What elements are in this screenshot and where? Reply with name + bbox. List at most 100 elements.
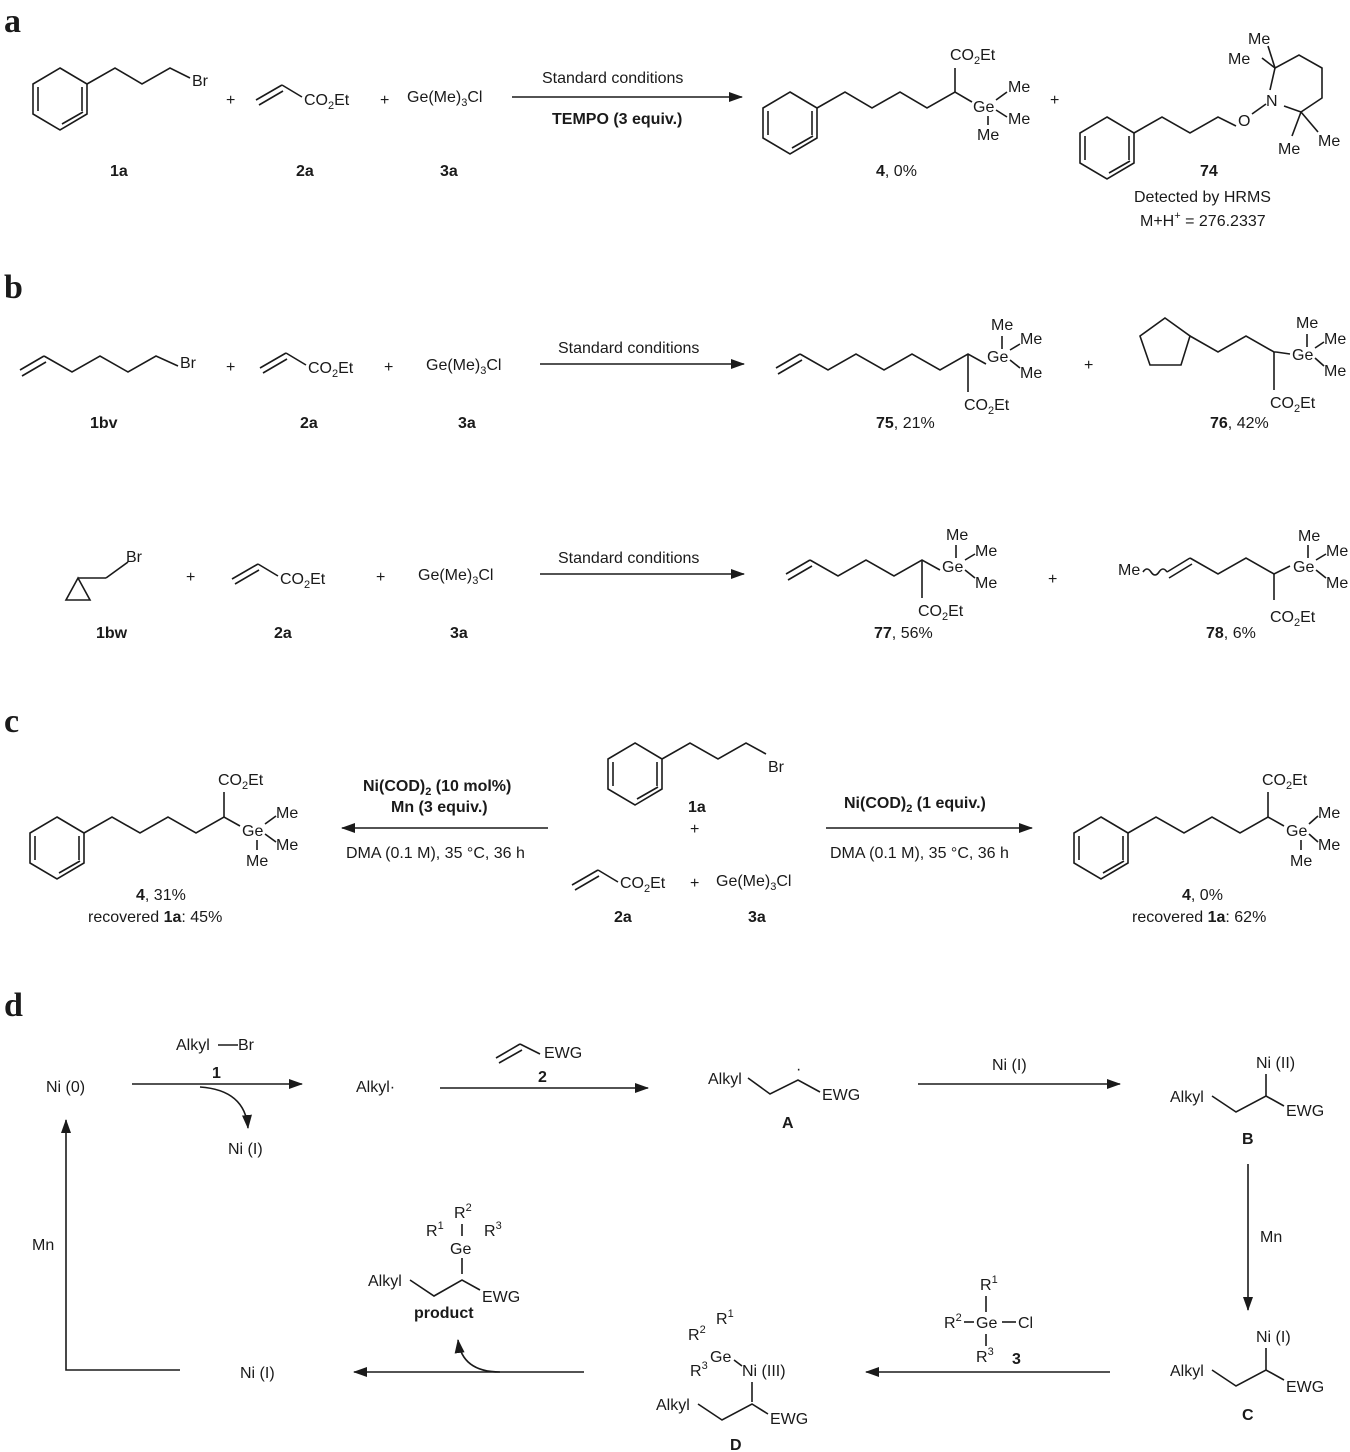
- svg-text:+: +: [380, 92, 389, 109]
- molecule-4-right: CO2Et Ge Me Me Me: [1073, 772, 1340, 880]
- svg-text:Ge(Me)3Cl: Ge(Me)3Cl: [426, 357, 501, 377]
- intermediate-D: R1 R2 Ge R3 Ni (III) Alkyl EWG: [656, 1308, 808, 1428]
- svg-text:+: +: [226, 92, 235, 109]
- condition-standard-a: Standard conditions: [542, 70, 683, 87]
- svg-text:Br: Br: [180, 355, 197, 372]
- molecule-2a-b1: CO2Et: [259, 352, 354, 380]
- label-3a: 3a: [440, 163, 458, 180]
- molecule-2a-c: CO2Et: [571, 869, 666, 895]
- molecule-4-left: CO2Et Ge Me Me Me: [29, 772, 298, 880]
- svg-text:R1: R1: [980, 1274, 998, 1294]
- arrow-d6-curve: [454, 1339, 501, 1373]
- label-74: 74: [1200, 163, 1218, 180]
- svg-text:CO2Et: CO2Et: [218, 772, 264, 792]
- svg-text:Me: Me: [1008, 79, 1030, 96]
- label-75: 75, 21%: [876, 415, 935, 432]
- svg-text:CO2Et: CO2Et: [308, 360, 354, 380]
- label-B: B: [1242, 1131, 1254, 1148]
- svg-text:Ge: Ge: [710, 1349, 731, 1366]
- molecule-1a: Br: [32, 67, 209, 131]
- arrow-d1-curve: [199, 1086, 252, 1129]
- svg-text:+: +: [376, 569, 385, 586]
- svg-text:Cl: Cl: [1018, 1315, 1033, 1332]
- svg-text:3a: 3a: [748, 909, 766, 926]
- svg-text:Me: Me: [1248, 31, 1270, 48]
- svg-text:Me: Me: [1318, 837, 1340, 854]
- svg-text:Me: Me: [1020, 331, 1042, 348]
- svg-text:Me: Me: [946, 527, 968, 544]
- svg-text:+: +: [1050, 92, 1059, 109]
- hrms-value: M+H+ = 276.2337: [1140, 210, 1266, 230]
- svg-text:+: +: [226, 359, 235, 376]
- svg-text:Alkyl: Alkyl: [1170, 1363, 1204, 1380]
- svg-text:Ge: Ge: [1292, 347, 1313, 364]
- svg-text:CO2Et: CO2Et: [280, 571, 326, 591]
- svg-text:+: +: [1048, 571, 1057, 588]
- solvent-c-left: DMA (0.1 M), 35 °C, 36 h: [346, 845, 525, 862]
- svg-text:Standard conditions: Standard conditions: [558, 550, 699, 567]
- svg-text:CO2Et: CO2Et: [304, 92, 350, 112]
- panel-label-c: c: [4, 703, 19, 740]
- recovered-right: recovered 1a: 62%: [1132, 909, 1266, 926]
- svg-text:1: 1: [212, 1065, 221, 1082]
- svg-text:Ge: Ge: [1293, 559, 1314, 576]
- svg-text:3: 3: [1012, 1351, 1021, 1368]
- svg-text:Me: Me: [1008, 111, 1030, 128]
- svg-text:Me: Me: [1324, 363, 1346, 380]
- arrow-d7: [61, 1119, 180, 1371]
- svg-text:Ge: Ge: [450, 1241, 471, 1258]
- svg-text:Me: Me: [1290, 853, 1312, 870]
- molecule-2a-b2: CO2Et: [231, 563, 326, 591]
- svg-text:CO2Et: CO2Et: [1270, 609, 1316, 629]
- panel-label-a: a: [4, 3, 21, 40]
- svg-text:Me: Me: [1228, 51, 1250, 68]
- molecule-76: CO2Et Ge Me Me Me: [1139, 315, 1346, 415]
- svg-text:Ge: Ge: [942, 559, 963, 576]
- svg-text:R3: R3: [976, 1346, 994, 1366]
- label-4-right: 4, 0%: [1182, 887, 1223, 904]
- label-78: 78, 6%: [1206, 625, 1256, 642]
- hrms-note: Detected by HRMS: [1134, 189, 1271, 206]
- svg-text:Ge: Ge: [973, 99, 994, 116]
- svg-text:Me: Me: [1326, 575, 1348, 592]
- panel-label-d: d: [4, 987, 23, 1024]
- svg-text:Me: Me: [1298, 528, 1320, 545]
- svg-text:R2: R2: [454, 1202, 472, 1222]
- svg-text:N: N: [1266, 93, 1278, 110]
- svg-text:R1: R1: [426, 1220, 444, 1240]
- svg-text:Me: Me: [1318, 805, 1340, 822]
- svg-text:+: +: [690, 821, 699, 838]
- svg-text:Br: Br: [238, 1037, 255, 1054]
- svg-text:CO2Et: CO2Et: [1262, 772, 1308, 792]
- intermediate-B: Ni (II) Alkyl EWG: [1170, 1055, 1324, 1120]
- svg-text:CO2Et: CO2Et: [950, 47, 996, 67]
- svg-text:Me: Me: [1278, 141, 1300, 158]
- condition-c-right: Ni(COD)2 (1 equiv.): [844, 795, 986, 815]
- reagent-2: EWG: [495, 1043, 582, 1064]
- svg-text:Alkyl: Alkyl: [176, 1037, 210, 1054]
- label-C: C: [1242, 1407, 1254, 1424]
- svg-text:3a: 3a: [450, 625, 468, 642]
- svg-text:Br: Br: [192, 73, 209, 90]
- molecule-75: CO2Et Ge Me Me Me: [775, 317, 1042, 417]
- label-4-a: 4, 0%: [876, 163, 917, 180]
- label-product: product: [414, 1305, 474, 1322]
- nii-released: Ni (I): [228, 1141, 263, 1158]
- label-76: 76, 42%: [1210, 415, 1269, 432]
- molecule-1bw: Br: [64, 549, 143, 601]
- svg-text:Ni (II): Ni (II): [1256, 1055, 1295, 1072]
- svg-text:Me: Me: [975, 543, 997, 560]
- label-77: 77, 56%: [874, 625, 933, 642]
- svg-text:Alkyl: Alkyl: [656, 1397, 690, 1414]
- svg-text:+: +: [186, 569, 195, 586]
- reagent-alkyl-br: Alkyl Br: [176, 1037, 255, 1054]
- svg-text:2a: 2a: [614, 909, 632, 926]
- reagent-3: R1 R2 Ge Cl R3 3: [944, 1274, 1033, 1368]
- recovered-left: recovered 1a: 45%: [88, 909, 222, 926]
- label-1bw: 1bw: [96, 625, 128, 642]
- svg-text:Me: Me: [975, 575, 997, 592]
- svg-text:EWG: EWG: [1286, 1379, 1324, 1396]
- molecule-77: CO2Et Ge Me Me Me: [785, 527, 997, 623]
- svg-text:·: ·: [796, 1061, 801, 1078]
- svg-text:R2: R2: [688, 1324, 706, 1344]
